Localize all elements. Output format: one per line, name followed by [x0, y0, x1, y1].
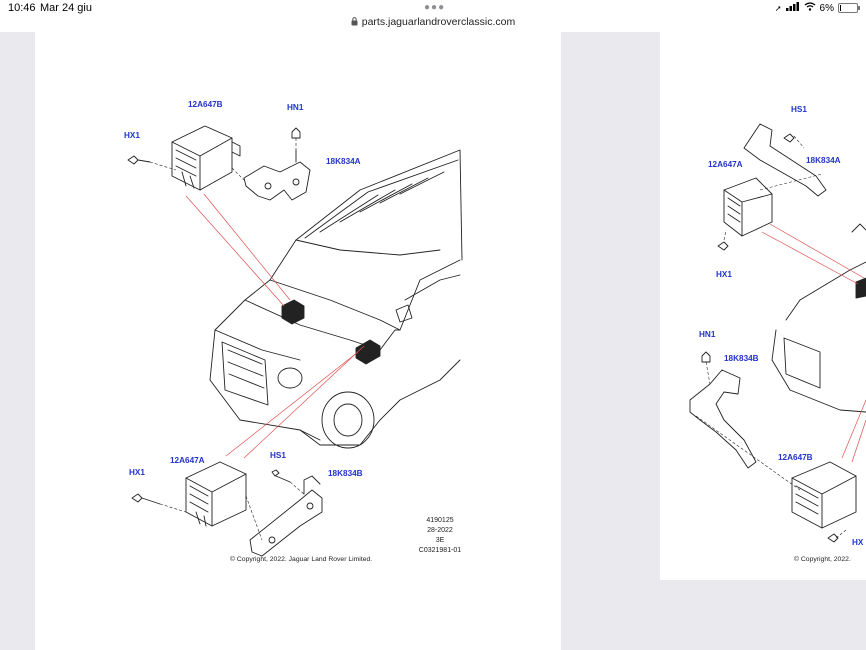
location-icon: ➚	[774, 3, 782, 13]
right-bottom-module-drawing	[791, 461, 857, 543]
bottom-bracket-drawing	[249, 469, 323, 557]
right-copyright: © Copyright, 2022.	[794, 556, 851, 563]
label-bottom-bracket: 18K834B	[328, 469, 363, 478]
left-diagram-page	[35, 32, 561, 650]
status-time: 10:46	[8, 2, 36, 14]
label-bottom-module: 12A647A	[170, 456, 205, 465]
right-vehicle-fragment	[771, 223, 866, 413]
bottom-module-drawing	[131, 461, 247, 527]
right-top-bracket-drawing	[743, 123, 827, 197]
red-leader-lines	[185, 193, 866, 463]
label-top-nut: HN1	[287, 103, 304, 112]
meta-line-3: 3E	[435, 537, 445, 544]
wifi-icon	[804, 2, 816, 14]
battery-percent: 6%	[819, 2, 834, 14]
right-label-bottom-screw: HX	[852, 538, 864, 547]
right-top-module-drawing	[717, 177, 773, 251]
meta-line-4: C0321981-01	[418, 547, 462, 554]
battery-fill	[840, 5, 841, 11]
vehicle-outline	[209, 149, 463, 449]
label-bottom-screw-left: HX1	[129, 468, 145, 477]
right-label-bottom-module: 12A647B	[778, 453, 813, 462]
multitasking-dots-icon[interactable]: ●●●	[424, 2, 446, 13]
label-top-screw: HX1	[124, 131, 140, 140]
right-label-top-bracket: 18K834A	[806, 156, 841, 165]
right-label-top-screw-bottom: HX1	[716, 270, 732, 279]
right-label-top-screw: HS1	[791, 105, 807, 114]
meta-line-2: 28-2022	[427, 527, 453, 534]
label-top-module: 12A647B	[188, 100, 223, 109]
battery-icon	[838, 3, 860, 13]
left-copyright: © Copyright, 2022. Jaguar Land Rover Lim…	[230, 556, 373, 563]
meta-line-1: 4190125	[426, 517, 454, 524]
top-bracket-drawing	[243, 127, 311, 201]
status-bar: 10:46 Mar 24 giu ●●● parts.jaguarlandrov…	[0, 0, 866, 32]
label-top-bracket: 18K834A	[326, 157, 361, 166]
signal-icon	[785, 2, 800, 14]
assembly-dashed-lines	[149, 135, 847, 541]
right-label-top-module: 12A647A	[708, 160, 743, 169]
hood-module	[281, 299, 381, 365]
top-module-drawing	[127, 125, 241, 191]
status-date: Mar 24 giu	[40, 2, 92, 14]
status-indicators: ➚ 6%	[774, 2, 860, 14]
label-bottom-screw-right: HS1	[270, 451, 286, 460]
right-label-mid-nut: HN1	[699, 330, 716, 339]
drawing-meta: 4190125 28-2022 3E C0321981-01	[410, 516, 470, 556]
lock-icon	[351, 17, 358, 29]
right-mid-bracket-drawing	[689, 351, 757, 469]
url-text: parts.jaguarlandroverclassic.com	[361, 16, 516, 28]
address-bar[interactable]: parts.jaguarlandroverclassic.com	[0, 16, 866, 29]
right-label-mid-bracket: 18K834B	[724, 354, 759, 363]
